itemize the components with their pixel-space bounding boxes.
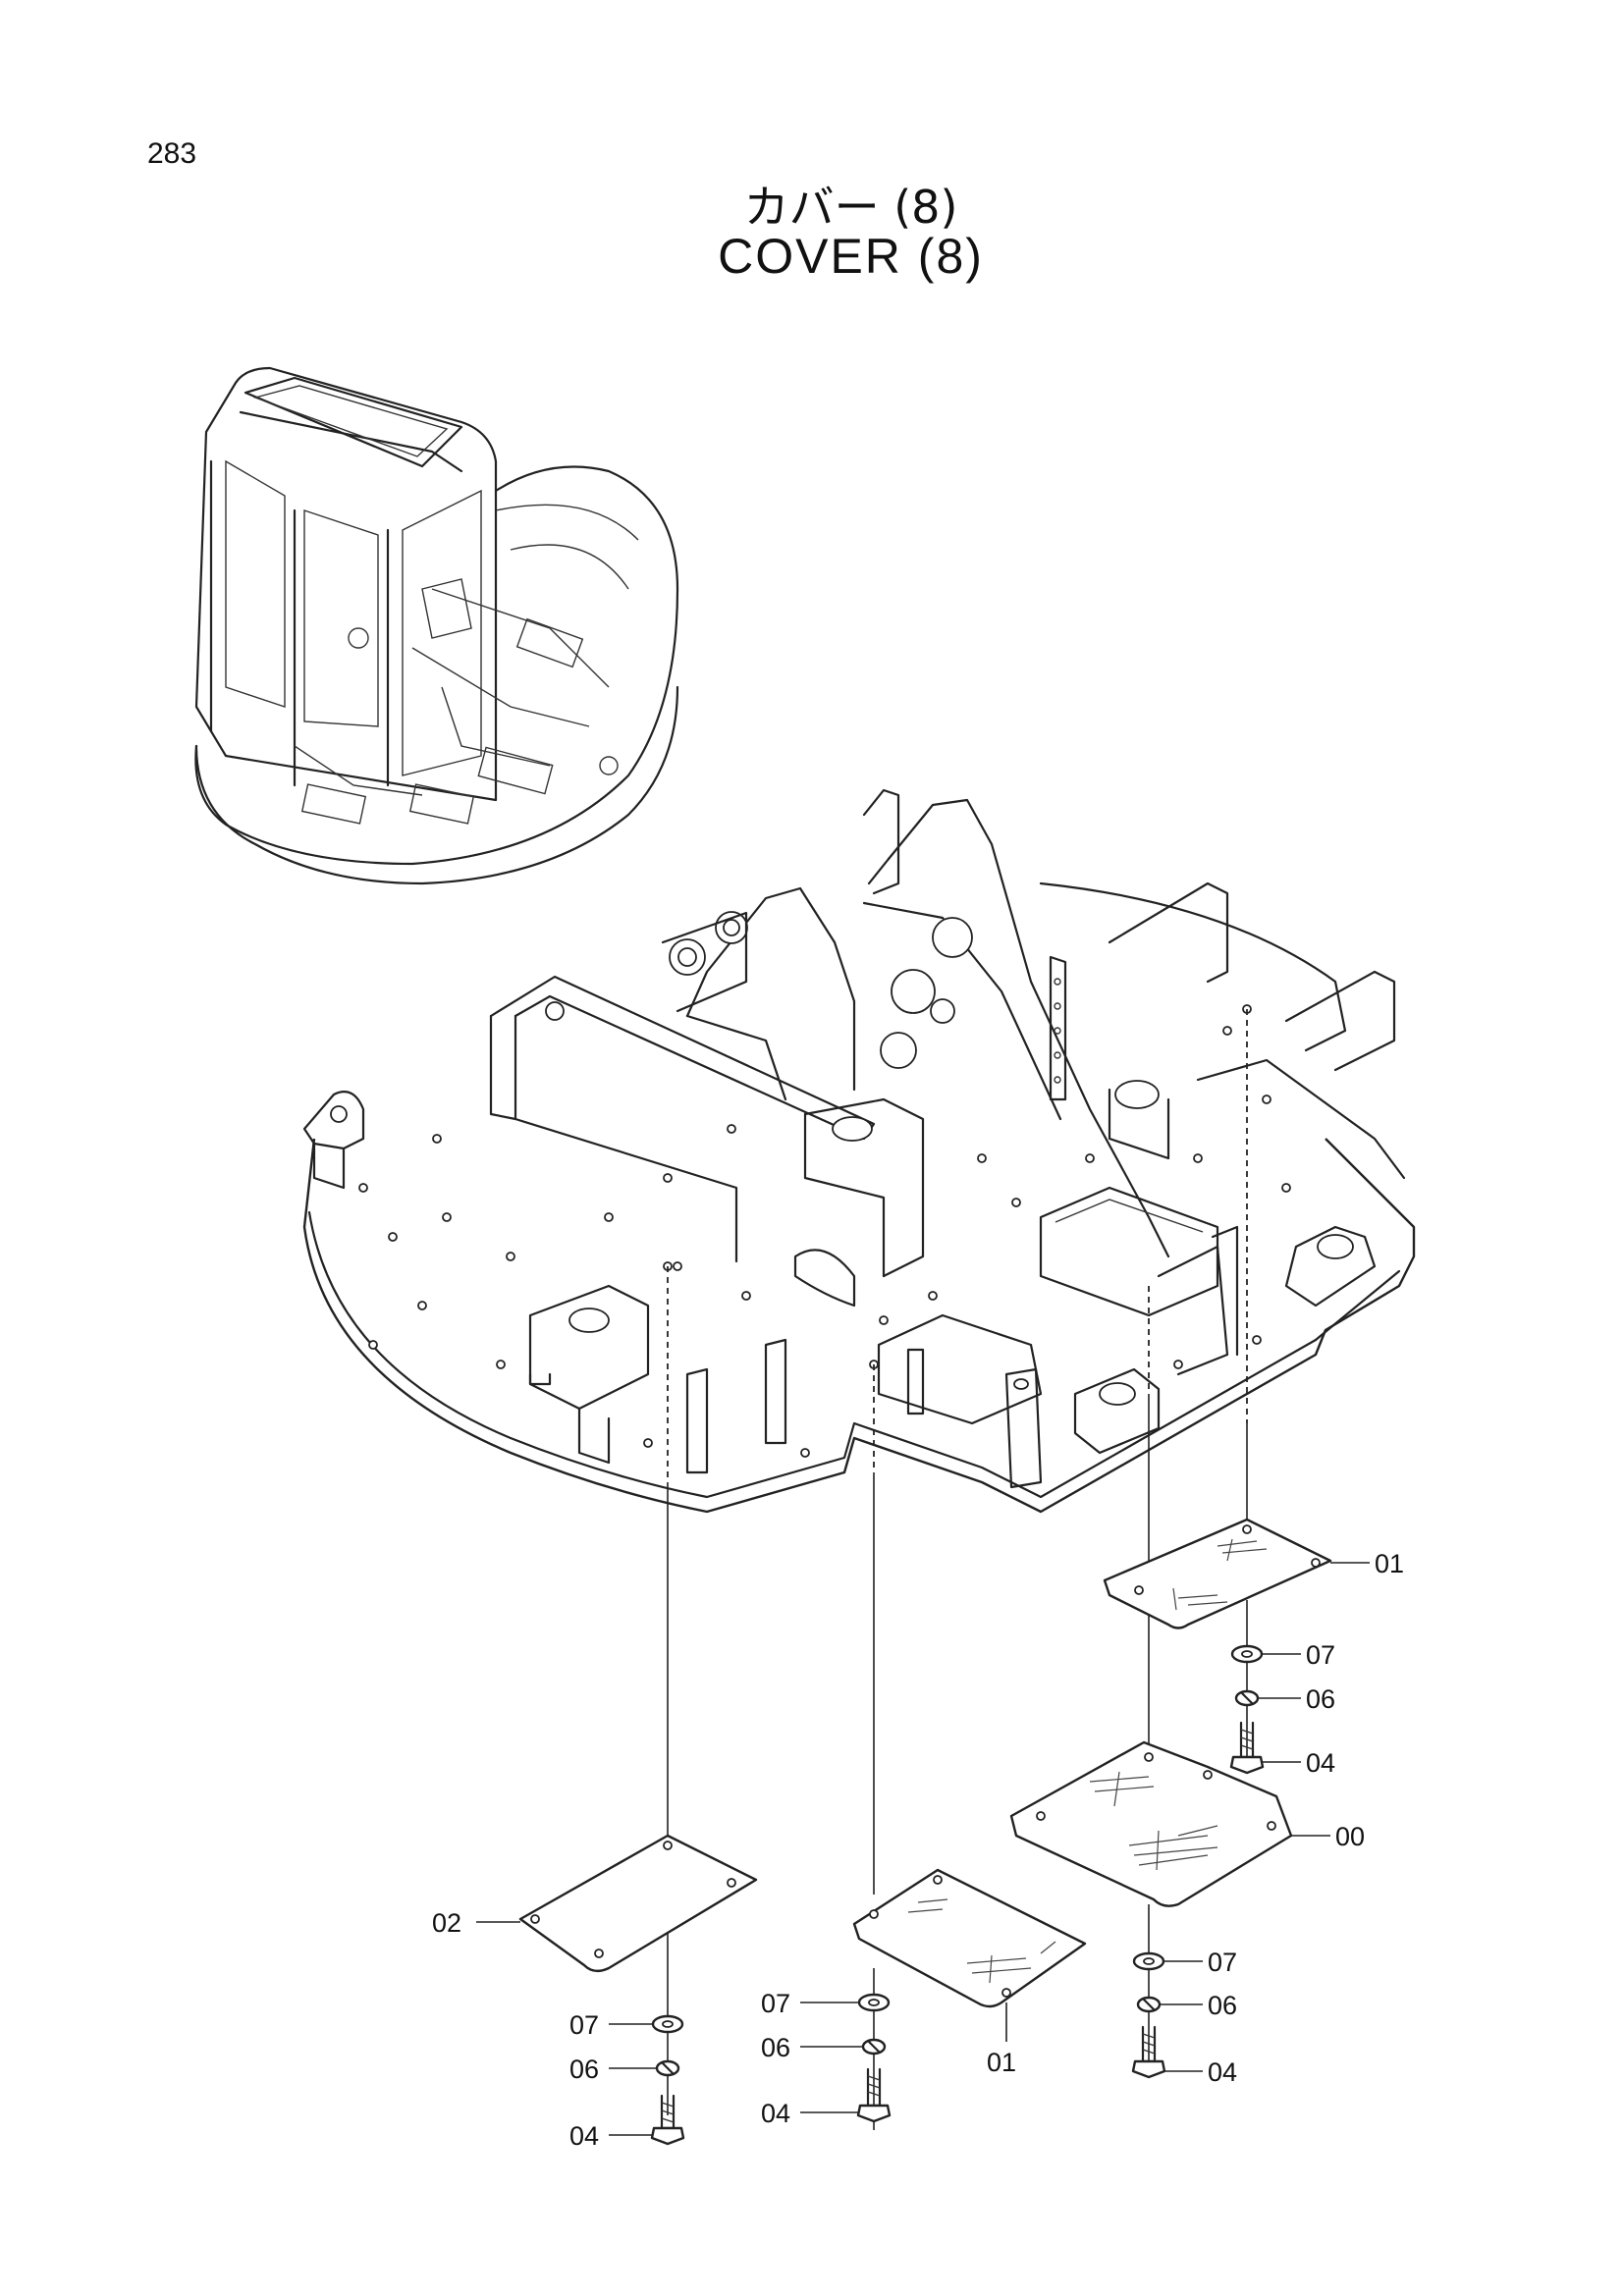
revolving-frame-illustration bbox=[302, 788, 1416, 1514]
mounting-holes bbox=[358, 1026, 1291, 1458]
callout-07-left: 07 bbox=[569, 2010, 599, 2040]
callout-04-center: 04 bbox=[761, 2099, 790, 2128]
fastener-stack-right-lower bbox=[1131, 1951, 1166, 2079]
cover-plate-00 bbox=[1009, 1740, 1293, 1907]
callout-07-center: 07 bbox=[761, 1989, 790, 2018]
callout-06-right-bottom: 06 bbox=[1208, 1991, 1237, 2020]
callout-07-right-bottom: 07 bbox=[1208, 1948, 1237, 1977]
fastener-stack-left bbox=[650, 2014, 685, 2146]
excavator-inset-illustration bbox=[194, 366, 679, 885]
page-title-english: COVER (8) bbox=[718, 229, 984, 284]
cover-plate-01-right bbox=[1103, 1518, 1332, 1629]
cover-plate-02 bbox=[518, 1834, 758, 1973]
fastener-stack-center bbox=[856, 1993, 892, 2123]
callout-04-right-bottom: 04 bbox=[1208, 2057, 1237, 2087]
callout-labels: 01 07 06 04 00 07 06 04 02 07 06 04 07 0… bbox=[432, 1549, 1404, 2151]
callout-04-right-top: 04 bbox=[1306, 1748, 1335, 1778]
cover-plate-01-center bbox=[852, 1868, 1087, 2008]
callout-07-right-top: 07 bbox=[1306, 1640, 1335, 1670]
callout-04-left: 04 bbox=[569, 2121, 599, 2151]
page-number: 283 bbox=[147, 137, 197, 170]
page-title-japanese: カバー (8) bbox=[743, 181, 958, 234]
callout-leaders bbox=[476, 1562, 1370, 2136]
callout-01-right: 01 bbox=[1375, 1549, 1404, 1578]
callout-02: 02 bbox=[432, 1908, 461, 1938]
callout-06-left: 06 bbox=[569, 2055, 599, 2084]
callout-01-center: 01 bbox=[987, 2048, 1016, 2077]
callout-06-center: 06 bbox=[761, 2033, 790, 2062]
callout-06-right-top: 06 bbox=[1306, 1684, 1335, 1714]
callout-00: 00 bbox=[1335, 1822, 1365, 1851]
